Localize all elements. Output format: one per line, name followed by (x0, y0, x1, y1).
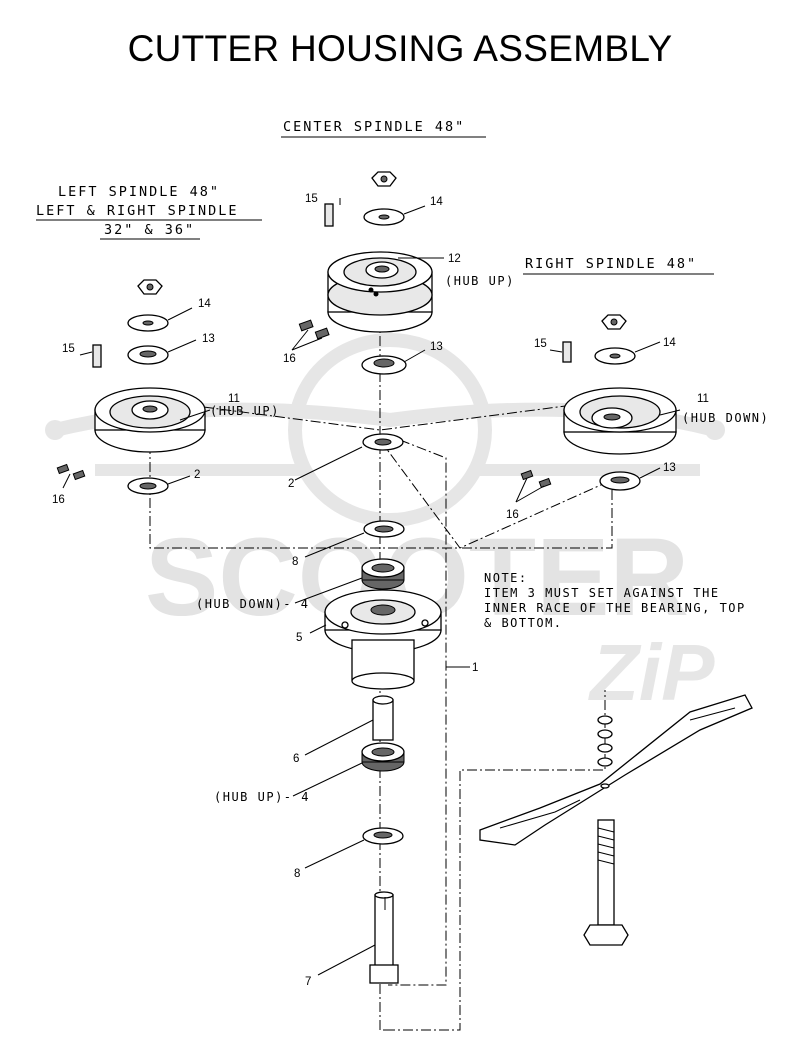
heading-left-spindle-1: LEFT SPINDLE 48" (58, 184, 220, 200)
callout-12: 12 (448, 253, 461, 265)
callout-6: 6 (293, 753, 299, 765)
callout-11-left-hub: (HUB UP) (210, 404, 280, 418)
callout-13-center: 13 (430, 341, 443, 353)
callout-4-hub-up: (HUB UP)- 4 (214, 790, 310, 804)
callout-14-center: 14 (430, 196, 443, 208)
callout-2-center: 2 (288, 478, 294, 490)
callout-15-left: 15 (62, 343, 75, 355)
callout-1: 1 (472, 662, 478, 674)
callout-5: 5 (296, 632, 302, 644)
heading-center-spindle: CENTER SPINDLE 48" (283, 119, 465, 135)
mower-blade (479, 694, 753, 846)
callout-11-right-hub: (HUB DOWN) (682, 411, 769, 425)
blade-washer-1 (597, 715, 613, 725)
shaft-stack-group: 2 8 (HUB DOWN)- 4 5 1 6 (HUB UP)- 4 8 7 (196, 433, 478, 988)
blade-bolt-head (583, 924, 629, 946)
note-line-1: NOTE: (484, 571, 528, 585)
callout-4-hub-down: (HUB DOWN)- 4 (196, 597, 309, 611)
heading-left-spindle-3: 32" & 36" (104, 222, 195, 238)
callout-8-top: 8 (292, 556, 298, 568)
callout-11-right: 11 (697, 393, 709, 405)
heading-left-spindle-2: LEFT & RIGHT SPINDLE (36, 203, 239, 219)
note-line-4: & BOTTOM. (484, 616, 563, 630)
center-key-15 (324, 203, 334, 227)
watermark-suffix: ZiP (588, 628, 715, 717)
callout-8-bottom: 8 (294, 868, 300, 880)
callout-13-right: 13 (663, 462, 676, 474)
callout-7: 7 (305, 976, 311, 988)
callout-12-hub: (HUB UP) (445, 274, 515, 288)
assembly-note: NOTE: ITEM 3 MUST SET AGAINST THE INNER … (484, 571, 746, 630)
note-line-3: INNER RACE OF THE BEARING, TOP (484, 601, 746, 615)
callout-11-left: 11 (228, 393, 240, 405)
callout-16-right: 16 (506, 509, 519, 521)
callout-15-center: 15 (305, 193, 318, 205)
blade-washer-2 (597, 729, 613, 739)
callout-16-center: 16 (283, 353, 296, 365)
callout-15-right: 15 (534, 338, 547, 350)
callout-14-right: 14 (663, 337, 676, 349)
blade-bolt (597, 819, 615, 926)
blade-assembly-group (479, 694, 753, 946)
left-key-15 (92, 344, 102, 368)
center-spindle-group: 15 14 12 (HUB UP) 16 13 (283, 171, 515, 375)
page-title: CUTTER HOUSING ASSEMBLY (127, 28, 673, 69)
callout-16-left: 16 (52, 494, 65, 506)
heading-right-spindle: RIGHT SPINDLE 48" (525, 256, 697, 272)
left-spindle-group: 14 15 13 11 (HUB UP) 16 2 (52, 279, 280, 506)
callout-2-left: 2 (194, 469, 200, 481)
callout-14-left: 14 (198, 298, 211, 310)
right-spindle-group: 15 14 11 (HUB DOWN) 13 16 (506, 314, 769, 521)
blade-washer-3 (597, 743, 613, 753)
callout-13-left: 13 (202, 333, 215, 345)
sleeve-6 (372, 699, 394, 741)
blade-washer-4 (597, 757, 613, 767)
note-line-2: ITEM 3 MUST SET AGAINST THE (484, 586, 720, 600)
right-key-15 (562, 341, 572, 363)
